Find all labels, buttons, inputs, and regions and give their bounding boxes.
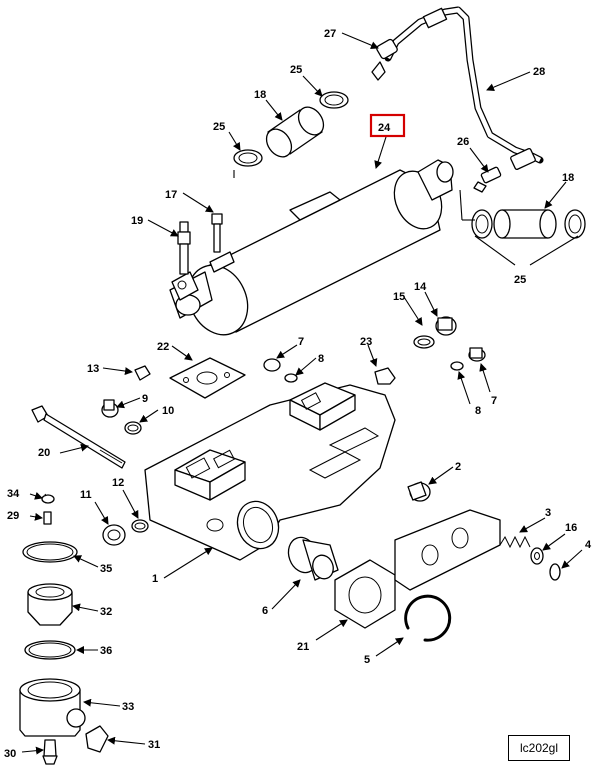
callout-18-top: 18	[254, 89, 266, 101]
left-parts-stack	[19, 494, 109, 765]
callout-22: 22	[157, 341, 169, 353]
thermostat-6	[287, 536, 339, 581]
callout-24: 24	[378, 122, 391, 134]
callout-20: 20	[38, 447, 50, 459]
cover-gasket	[394, 509, 501, 591]
callout-9: 9	[142, 393, 148, 405]
callout-17: 17	[165, 189, 177, 201]
callout-35: 35	[100, 563, 112, 575]
callout-25-left: 25	[213, 121, 225, 133]
callout-labels: 27 28 25 18 25 24 26 18 17 19 25 14 15 7…	[4, 28, 592, 760]
highlight-box-24	[369, 113, 406, 138]
plug-2	[407, 481, 431, 502]
gasket-21	[334, 559, 396, 629]
callout-13: 13	[87, 363, 99, 375]
callout-8-center: 8	[318, 353, 324, 365]
callout-8-right: 8	[475, 405, 481, 417]
callout-15: 15	[393, 291, 405, 303]
ring-4	[549, 563, 561, 581]
oil-cooler	[169, 159, 454, 336]
callout-6: 6	[262, 605, 268, 617]
callout-11: 11	[80, 489, 92, 501]
callout-25-right: 25	[514, 274, 526, 286]
small-fittings	[101, 316, 486, 435]
callout-10: 10	[162, 405, 174, 417]
callout-19: 19	[131, 215, 143, 227]
callout-36: 36	[100, 645, 112, 657]
washer-16	[530, 547, 544, 565]
hose-right	[471, 209, 586, 239]
callout-21: 21	[297, 641, 309, 653]
callout-33: 33	[122, 701, 134, 713]
callout-31: 31	[148, 739, 160, 751]
callout-5: 5	[364, 654, 370, 666]
callout-29: 29	[7, 510, 19, 522]
long-bolt-20	[31, 405, 126, 469]
callout-12: 12	[112, 477, 124, 489]
callout-3: 3	[545, 507, 551, 519]
callout-34: 34	[7, 488, 20, 500]
housing	[144, 382, 396, 561]
callout-2: 2	[455, 461, 461, 473]
callout-30: 30	[4, 748, 16, 760]
bolt-17	[211, 213, 223, 253]
callout-23: 23	[360, 336, 372, 348]
callout-1: 1	[152, 573, 158, 585]
figure-id-label: lc202gl	[508, 735, 570, 761]
callout-32: 32	[100, 606, 112, 618]
callout-7-right: 7	[491, 395, 497, 407]
callout-4: 4	[585, 539, 592, 551]
callout-25-top: 25	[290, 64, 302, 76]
hose-upper-left	[233, 91, 349, 167]
oil-line-assembly	[371, 6, 544, 193]
plug-11	[102, 519, 149, 546]
spring-3	[499, 535, 531, 549]
callout-27: 27	[324, 28, 336, 40]
callout-16: 16	[565, 522, 577, 534]
callout-18-right: 18	[562, 172, 574, 184]
callout-28: 28	[533, 66, 545, 78]
snap-ring-5	[404, 594, 452, 642]
callout-26: 26	[457, 136, 469, 148]
leader-lines	[21, 32, 583, 755]
stud-19	[177, 221, 191, 275]
gasket-22	[169, 357, 246, 399]
callout-14: 14	[414, 281, 427, 293]
callout-7-center: 7	[298, 336, 304, 348]
